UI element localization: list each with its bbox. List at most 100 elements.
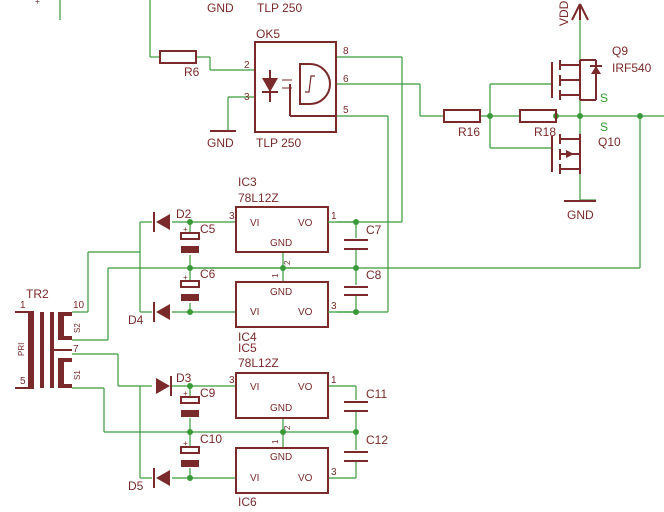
top-gnd-label: GND — [207, 1, 234, 15]
c6-label: C6 — [200, 267, 216, 281]
ic5-vi: VI — [250, 382, 259, 393]
gnd-symbol-q10: GND — [564, 200, 596, 222]
d4-label: D4 — [128, 313, 144, 327]
d2-label: D2 — [176, 207, 192, 221]
ic3-pin1: 1 — [331, 211, 337, 222]
tr2-pri: PRI — [17, 343, 26, 356]
ic4-name: IC4 — [238, 330, 257, 344]
tr2-name: TR2 — [26, 287, 49, 301]
gnd-ok5-label: GND — [207, 136, 234, 150]
ic3-vo: VO — [298, 218, 313, 229]
ok5-pin2: 2 — [244, 60, 250, 71]
diode-d2: D2 — [153, 207, 192, 232]
diode-d3: D3 — [156, 371, 192, 396]
optocoupler-ok5: OK5 TLP 250 2 3 8 6 5 — [244, 27, 349, 150]
capacitor-c5: + C5 — [180, 222, 216, 253]
c10-plus: + — [183, 439, 188, 448]
net-s-lower: S — [600, 120, 608, 134]
c7-label: C7 — [366, 223, 382, 237]
diode-d4: D4 — [128, 302, 170, 327]
capacitor-c8: C8 — [344, 268, 382, 296]
d3-label: D3 — [176, 371, 192, 385]
resistor-r18: R18 — [519, 109, 557, 139]
plus5-label: +5 — [33, 0, 42, 4]
tr2-s2: S2 — [73, 323, 82, 333]
wires — [59, 0, 664, 479]
ic5-name: IC5 — [238, 341, 257, 355]
gnd-q10-label: GND — [567, 208, 594, 222]
regulator-ic3: IC3 78L12Z VI VO GND 3 1 2 — [229, 175, 356, 265]
c5-label: C5 — [200, 222, 216, 236]
ic4-vo: VO — [298, 307, 313, 318]
ic4-pin3: 3 — [331, 301, 337, 312]
vdd-label: VDD — [557, 0, 571, 26]
resistor-r6: R6 — [159, 50, 200, 79]
q9-name: Q9 — [612, 44, 628, 58]
ic5-vo: VO — [298, 382, 313, 393]
ic6-vi: VI — [250, 473, 259, 484]
mosfet-q10: Q10 — [551, 134, 621, 174]
r16-label: R16 — [458, 125, 480, 139]
top-tlp-label: TLP 250 — [257, 1, 302, 15]
capacitor-c9: + C9 — [180, 386, 216, 417]
regulator-ic5: IC5 78L12Z VI VO GND 3 1 2 — [229, 341, 337, 430]
ic3-gnd: GND — [270, 238, 292, 249]
ok5-pin6: 6 — [343, 74, 349, 85]
ic3-vi: VI — [250, 218, 259, 229]
tr2-pin10: 10 — [73, 300, 85, 311]
ic4-gnd: GND — [270, 287, 292, 298]
ic6-vo: VO — [298, 473, 313, 484]
c9-plus: + — [183, 389, 188, 398]
net-s-upper: S — [600, 91, 608, 105]
c11-label: C11 — [366, 387, 387, 401]
capacitor-c6: + C6 — [180, 267, 216, 301]
capacitor-c7: C7 — [344, 223, 382, 250]
capacitor-c10: + C10 — [180, 432, 222, 467]
ic5-pin3: 3 — [229, 375, 235, 386]
ic5-pin1: 1 — [331, 375, 337, 386]
diode-d5: D5 — [128, 468, 170, 493]
c9-label: C9 — [200, 386, 216, 400]
c6-plus: + — [183, 273, 188, 282]
r18-label: R18 — [534, 125, 556, 139]
ok5-value: TLP 250 — [256, 136, 301, 150]
c10-label: C10 — [200, 432, 222, 446]
ic3-name: IC3 — [238, 175, 257, 189]
regulator-ic6: IC6 GND VI VO 3 1 — [235, 439, 337, 509]
ok5-pin5: 5 — [343, 105, 349, 116]
transformer-tr2: TR2 PRI S2 S1 1 5 10 7 — [15, 287, 85, 389]
ic4-vi: VI — [250, 307, 259, 318]
d5-label: D5 — [128, 479, 144, 493]
ic5-gnd: GND — [270, 403, 292, 414]
ic3-pin3: 3 — [229, 211, 235, 222]
c12-label: C12 — [366, 433, 388, 447]
tr2-pin5: 5 — [20, 376, 26, 387]
r6-label: R6 — [184, 65, 200, 79]
ok5-pin8: 8 — [343, 46, 349, 57]
ic3-pin2: 2 — [283, 260, 292, 265]
vdd-symbol: VDD — [557, 0, 589, 26]
ic6-name: IC6 — [238, 495, 257, 509]
ok5-name: OK5 — [256, 27, 280, 41]
ic6-pin1: 1 — [271, 439, 280, 444]
regulator-ic4: IC4 GND VI VO 3 1 — [235, 273, 356, 344]
mosfet-q9: Q9 IRF540 — [551, 44, 652, 101]
q10-name: Q10 — [598, 135, 621, 149]
c5-plus: + — [183, 225, 188, 234]
capacitor-c11: C11 — [344, 387, 387, 412]
tr2-s1: S1 — [73, 370, 82, 380]
ic4-pin1: 1 — [271, 273, 280, 278]
capacitor-c12: C12 — [344, 433, 388, 462]
ic3-value: 78L12Z — [238, 191, 279, 205]
ic5-value: 78L12Z — [238, 356, 279, 370]
ic6-gnd: GND — [270, 452, 292, 463]
tr2-pin7: 7 — [73, 344, 79, 355]
ic5-pin2: 2 — [283, 425, 292, 430]
c8-label: C8 — [366, 268, 382, 282]
tr2-pin1: 1 — [20, 300, 26, 311]
q9-value: IRF540 — [612, 61, 652, 75]
ok5-pin3: 3 — [244, 92, 250, 103]
gnd-symbol-ok5: GND — [207, 130, 236, 150]
ic6-pin3: 3 — [331, 467, 337, 478]
